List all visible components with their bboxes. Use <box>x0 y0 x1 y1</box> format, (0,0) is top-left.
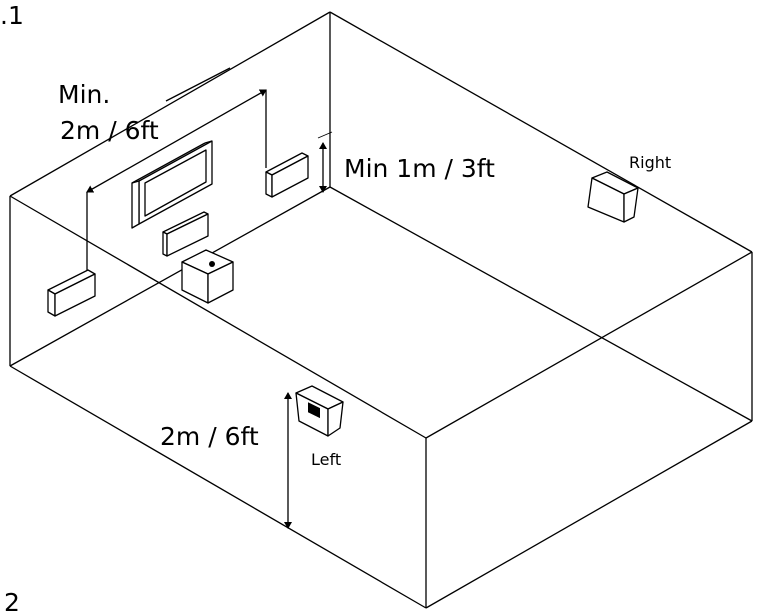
right-surround-speaker <box>587 171 639 223</box>
min-label: Min. <box>58 80 110 109</box>
corner-label-bottom: 2 <box>4 588 20 612</box>
left-speaker-label: Left <box>311 450 341 469</box>
min-distance-label: 2m / 6ft <box>60 116 159 145</box>
min-distance-dimension <box>86 67 267 272</box>
rear-height-label: 2m / 6ft <box>160 422 259 451</box>
min-height-label: Min 1m / 3ft <box>344 154 495 183</box>
wall-mark <box>317 131 333 139</box>
front-left-speaker <box>47 269 96 317</box>
center-speaker <box>162 211 209 257</box>
front-right-speaker <box>265 152 309 198</box>
left-surround-speaker <box>295 385 344 437</box>
room-outline <box>9 11 753 609</box>
corner-label-top: .1 <box>0 1 24 30</box>
tv <box>131 140 213 229</box>
subwoofer <box>181 249 234 304</box>
right-speaker-label: Right <box>629 153 671 172</box>
